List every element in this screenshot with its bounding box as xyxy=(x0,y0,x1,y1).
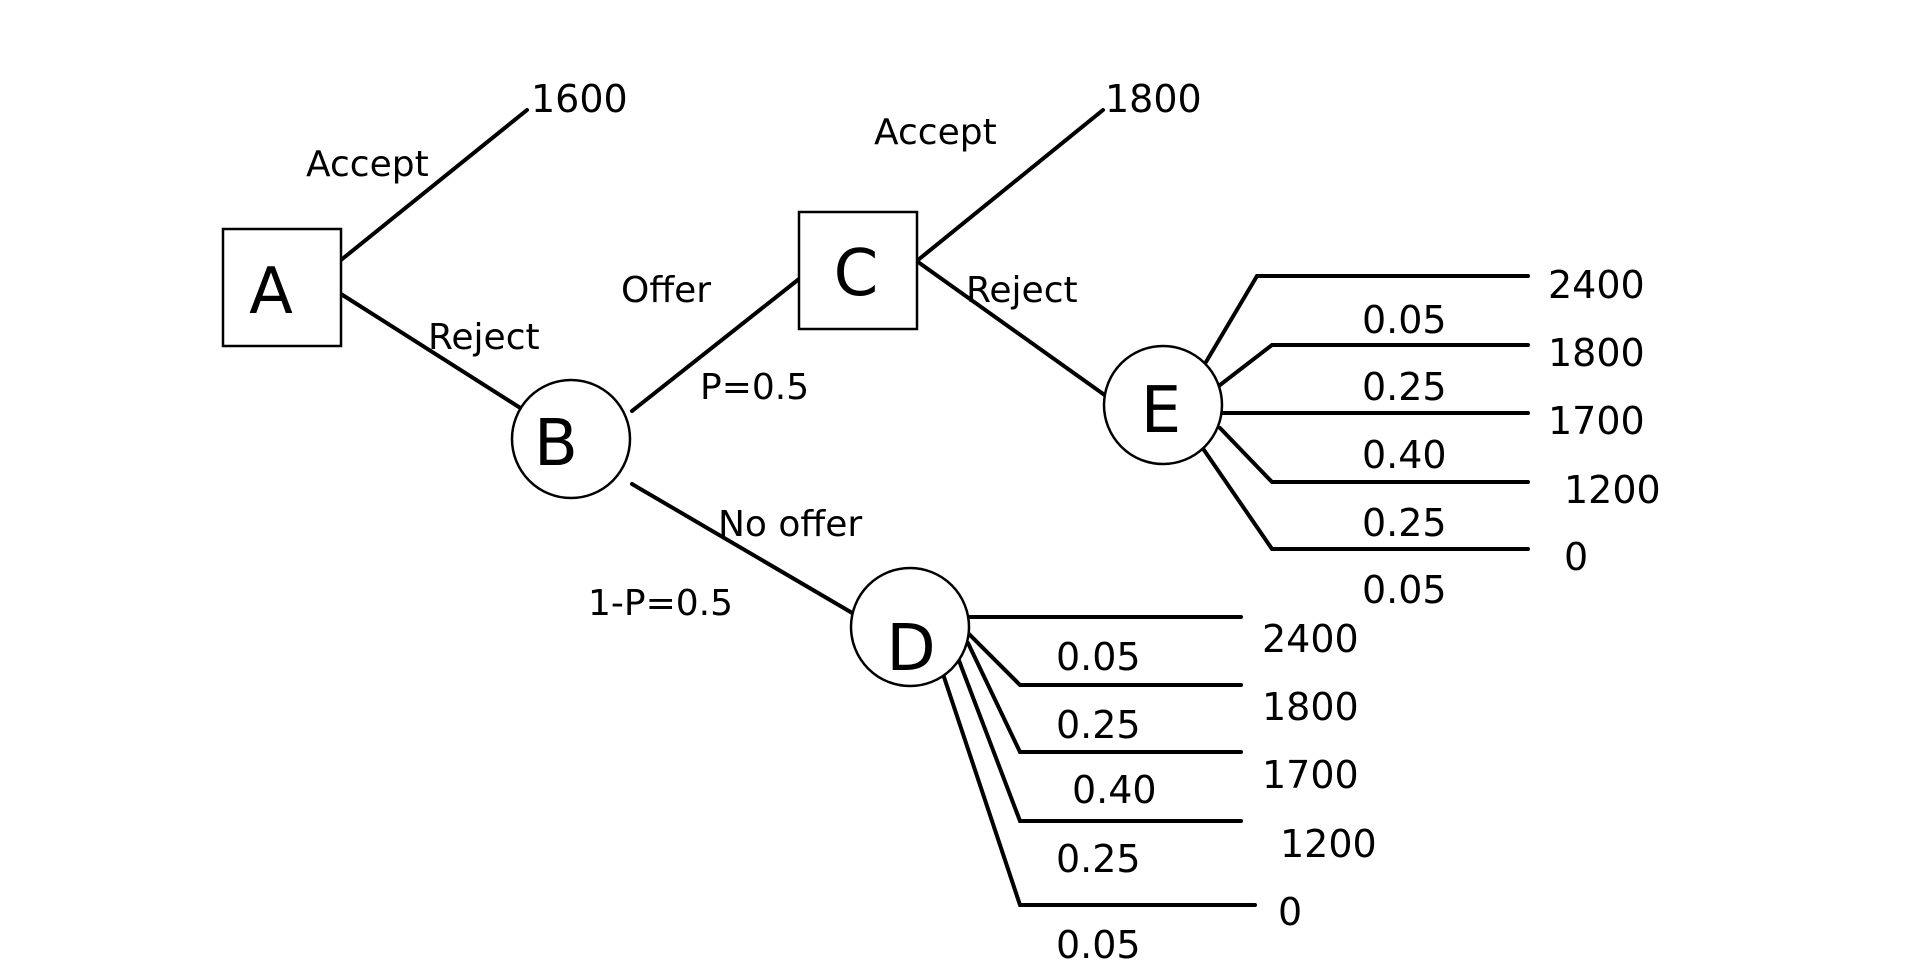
d-prob-1: 0.05 xyxy=(1056,635,1141,679)
e-prob-5: 0.05 xyxy=(1362,568,1447,612)
e-outcome-1: 2400 xyxy=(1548,263,1645,307)
branch-labels: Accept Reject Offer P=0.5 No offer 1-P=0… xyxy=(306,112,1078,624)
e-outcome-4: 1200 xyxy=(1564,468,1661,512)
d-outcome-4: 1200 xyxy=(1280,822,1377,866)
edge-c-accept xyxy=(916,108,1105,262)
d-outcome-2: 1800 xyxy=(1262,685,1359,729)
edge-c-reject xyxy=(916,260,1108,398)
e-outcome-3: 1700 xyxy=(1548,399,1645,443)
edge-a-accept xyxy=(339,108,529,262)
node-e-probabilities: 0.05 0.25 0.40 0.25 0.05 xyxy=(1362,298,1447,612)
d-prob-4: 0.25 xyxy=(1056,837,1141,881)
e-prob-2: 0.25 xyxy=(1362,365,1447,409)
branch-label-b-no-offer: No offer xyxy=(718,504,862,545)
node-d-outcomes: 2400 1800 1700 1200 0 xyxy=(1262,617,1377,934)
edge-e-outcome-2 xyxy=(1218,343,1530,387)
d-outcome-3: 1700 xyxy=(1262,753,1359,797)
edge-b-no-offer xyxy=(630,482,856,616)
node-c-label: C xyxy=(834,237,879,311)
node-e-label: E xyxy=(1141,374,1181,448)
branch-label-b-offer-prob: P=0.5 xyxy=(700,367,809,408)
chance-node-circle xyxy=(1102,344,1224,466)
edge-a-reject xyxy=(339,292,524,411)
e-outcome-5: 0 xyxy=(1564,535,1588,579)
branch-label-c-reject: Reject xyxy=(966,270,1078,311)
edge-b-offer xyxy=(630,277,801,413)
d-prob-2: 0.25 xyxy=(1056,703,1141,747)
node-d-label: D xyxy=(886,612,935,686)
d-outcome-5: 0 xyxy=(1278,890,1302,934)
node-d: D xyxy=(849,566,971,688)
branch-label-a-reject: Reject xyxy=(428,317,540,358)
chance-node-circle xyxy=(849,566,971,688)
payoff-a-accept: 1600 xyxy=(531,77,628,121)
branch-label-c-accept: Accept xyxy=(874,112,997,153)
e-outcome-2: 1800 xyxy=(1548,331,1645,375)
d-prob-5: 0.05 xyxy=(1056,923,1141,967)
branch-label-a-accept: Accept xyxy=(306,144,429,185)
node-b: B xyxy=(510,378,632,500)
edge-e-outcome-1 xyxy=(1204,274,1530,364)
edge-e-outcome-5 xyxy=(1202,448,1530,551)
e-prob-3: 0.40 xyxy=(1362,433,1447,477)
decision-node-box xyxy=(221,227,343,348)
node-c: C xyxy=(797,210,919,331)
edge-d-outcome-4 xyxy=(956,656,1243,823)
d-prob-3: 0.40 xyxy=(1072,768,1157,812)
branch-label-b-no-offer-prob: 1-P=0.5 xyxy=(588,583,733,624)
chance-node-circle xyxy=(510,378,632,500)
node-e: E xyxy=(1102,344,1224,466)
node-e-outcomes: 2400 1800 1700 1200 0 xyxy=(1548,263,1661,579)
edge-e-outcome-4 xyxy=(1218,426,1530,484)
edges xyxy=(339,108,1530,907)
payoff-c-accept: 1800 xyxy=(1105,77,1202,121)
e-prob-1: 0.05 xyxy=(1362,298,1447,342)
d-outcome-1: 2400 xyxy=(1262,617,1359,661)
edge-d-outcome-3 xyxy=(966,641,1243,754)
node-b-label: B xyxy=(534,407,578,481)
edge-d-outcome-2 xyxy=(966,631,1243,687)
node-a-label: A xyxy=(249,255,293,329)
branch-label-b-offer: Offer xyxy=(621,270,711,311)
edge-d-outcome-5 xyxy=(939,666,1257,907)
node-d-probabilities: 0.05 0.25 0.40 0.25 0.05 xyxy=(1056,635,1157,967)
decision-node-box xyxy=(797,210,919,331)
node-a: A xyxy=(221,227,343,348)
e-prob-4: 0.25 xyxy=(1362,501,1447,545)
